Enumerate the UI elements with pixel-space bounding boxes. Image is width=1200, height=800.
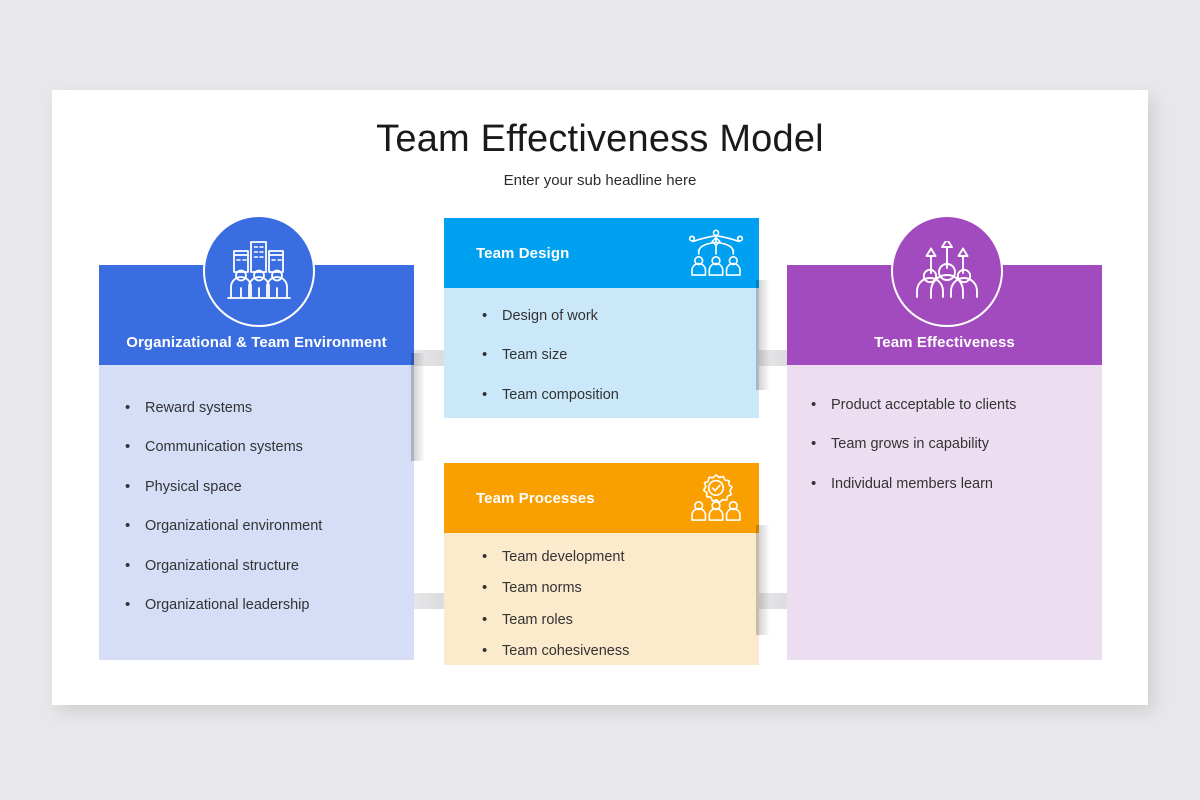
page-title: Team Effectiveness Model — [376, 118, 824, 160]
list-item: Team size — [476, 346, 759, 364]
panel-title-environment: Organizational & Team Environment — [126, 334, 387, 351]
card-team-processes[interactable]: Team Processes Team development Team nor… — [444, 463, 770, 665]
bullet-list-team-processes: Team development Team norms Team roles T… — [476, 548, 759, 661]
list-item: Reward systems — [119, 399, 414, 417]
bullet-list-environment: Reward systems Communication systems Phy… — [119, 399, 414, 614]
card-header-team-processes: Team Processes — [444, 463, 759, 533]
list-item: Communication systems — [119, 438, 414, 456]
list-item: Team cohesiveness — [476, 642, 759, 660]
list-item: Team composition — [476, 386, 759, 404]
list-item: Design of work — [476, 307, 759, 325]
bullet-list-team-design: Design of work Team size Team compositio… — [476, 307, 759, 404]
card-team-design[interactable]: Team Design — [444, 218, 770, 418]
card-title-team-processes: Team Processes — [476, 489, 595, 507]
panel-body-environment: Reward systems Communication systems Phy… — [99, 365, 414, 660]
gear-check-people-icon — [691, 474, 741, 521]
card-header-team-design: Team Design — [444, 218, 759, 288]
list-item: Individual members learn — [805, 475, 1102, 493]
list-item: Team development — [476, 548, 759, 566]
card-body-team-processes: Team development Team norms Team roles T… — [444, 533, 759, 665]
list-item: Organizational leadership — [119, 596, 414, 614]
page-subtitle: Enter your sub headline here — [503, 172, 697, 189]
list-item: Team roles — [476, 611, 759, 629]
list-item: Physical space — [119, 478, 414, 496]
city-people-icon — [203, 215, 315, 327]
bullet-list-effectiveness: Product acceptable to clients Team grows… — [805, 396, 1102, 493]
list-item: Team norms — [476, 579, 759, 597]
card-title-team-design: Team Design — [476, 244, 570, 262]
list-item: Organizational environment — [119, 517, 414, 535]
list-item: Organizational structure — [119, 557, 414, 575]
slide-canvas: Team Effectiveness Model Enter your sub … — [52, 90, 1148, 705]
card-body-team-design: Design of work Team size Team compositio… — [444, 288, 759, 418]
people-growth-arrows-icon — [891, 215, 1003, 327]
panel-team-effectiveness[interactable]: Team Effectiveness Product acceptable to… — [787, 265, 1102, 660]
list-item: Team grows in capability — [805, 435, 1102, 453]
list-item: Product acceptable to clients — [805, 396, 1102, 414]
org-chart-people-icon — [688, 229, 744, 276]
panel-title-effectiveness: Team Effectiveness — [874, 334, 1015, 351]
panel-body-effectiveness: Product acceptable to clients Team grows… — [787, 365, 1102, 660]
